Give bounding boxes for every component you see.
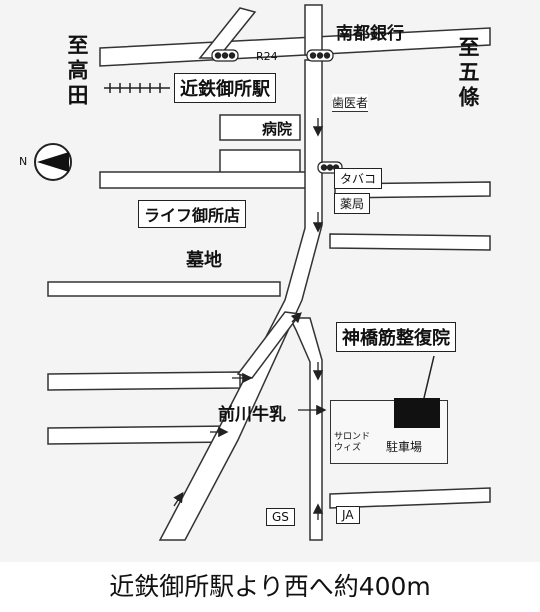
label-bank: 南都銀行 — [336, 24, 404, 44]
direction-arrows — [173, 118, 327, 520]
street-network — [34, 4, 491, 541]
label-ja: JA — [336, 506, 360, 524]
traffic-signal-2 — [306, 49, 334, 62]
label-clinic: 神橋筋整復院 — [336, 322, 456, 352]
compass-icon — [34, 143, 72, 181]
label-station: 近鉄御所駅 — [174, 73, 276, 103]
label-parking: 駐車場 — [386, 440, 423, 454]
railway — [104, 83, 170, 93]
label-dairy: 前川牛乳 — [218, 405, 286, 425]
label-gas-station: GS — [266, 508, 295, 526]
label-hospital: 病院 — [262, 120, 293, 138]
side-streets — [47, 4, 491, 509]
label-cemetery: 墓地 — [186, 250, 222, 271]
map-caption: 近鉄御所駅より西へ約400m — [0, 562, 540, 612]
label-to-gojo: 至五條 — [456, 36, 480, 111]
label-supermarket: ライフ御所店 — [138, 200, 247, 228]
traffic-signal-1 — [211, 49, 239, 62]
label-to-takada: 至高田 — [65, 34, 89, 109]
label-dentist: 歯医者 — [332, 94, 369, 112]
label-salon: サロンドウィズ — [334, 432, 371, 453]
label-north: N — [19, 155, 28, 168]
label-tobacco: タバコ — [334, 168, 383, 189]
clinic-building — [394, 398, 440, 428]
label-route: R24 — [256, 50, 278, 63]
label-pharmacy: 薬局 — [334, 193, 371, 214]
road-r24 — [99, 27, 491, 67]
clinic-pointer — [423, 355, 435, 399]
